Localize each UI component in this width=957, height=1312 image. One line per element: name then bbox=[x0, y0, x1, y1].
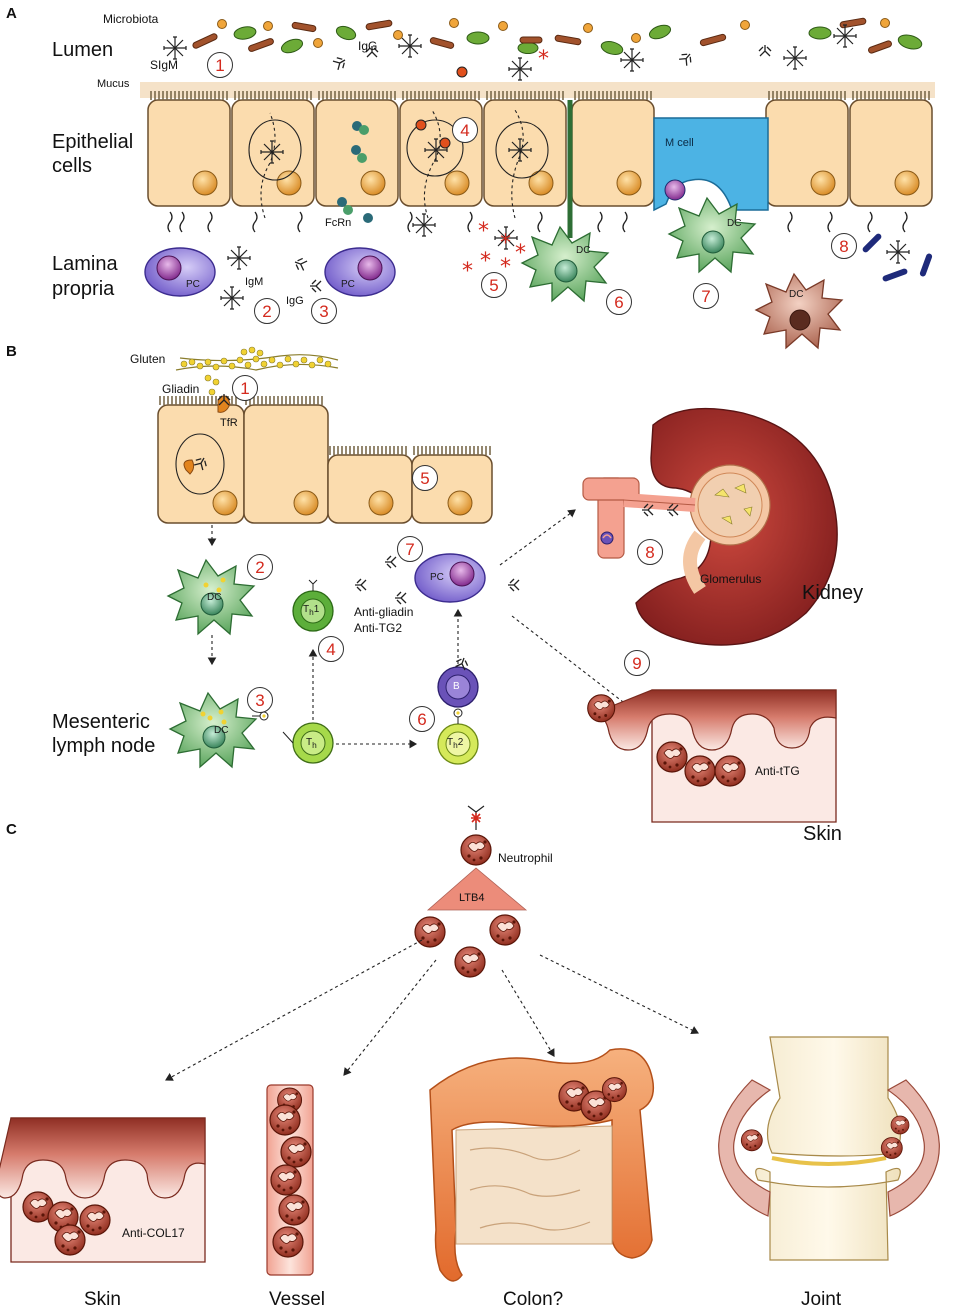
pc-label-b: PC bbox=[430, 572, 444, 583]
dc-label-a1: DC bbox=[576, 245, 591, 256]
panel-letter-b: B bbox=[6, 343, 17, 360]
svg-text:*: * bbox=[462, 259, 473, 284]
gut-epithelium-b bbox=[157, 393, 493, 547]
panel-a: * bbox=[140, 17, 935, 350]
pc-label-a1: PC bbox=[186, 279, 200, 290]
target-label-vessel: Vessel bbox=[269, 1289, 325, 1310]
label-anti-ttg: Anti-tTG bbox=[755, 764, 800, 778]
svg-text:*: * bbox=[538, 47, 549, 72]
label-anti-gliadin: Anti-gliadin bbox=[354, 605, 414, 619]
th2-label: Th2 bbox=[447, 737, 464, 750]
step-b-7: 7 bbox=[397, 536, 423, 562]
luminal-antibodies: * bbox=[163, 24, 857, 81]
target-label-joint: Joint bbox=[801, 1289, 842, 1310]
lamina-propria-cells: * * * * * * bbox=[144, 197, 933, 350]
label-neutrophil: Neutrophil bbox=[498, 851, 553, 865]
skin-c bbox=[0, 1117, 206, 1263]
label-glomerulus: Glomerulus bbox=[700, 572, 762, 586]
step-b-5: 5 bbox=[412, 465, 438, 491]
label-sigm: SIgM bbox=[150, 58, 179, 72]
step-a-5: 5 bbox=[481, 272, 507, 298]
vessel-c bbox=[266, 1084, 314, 1276]
step-a-7: 7 bbox=[693, 283, 719, 309]
svg-text:*: * bbox=[500, 255, 511, 280]
svg-text:*: * bbox=[480, 249, 491, 274]
label-igg-bottom: IgG bbox=[286, 295, 304, 307]
label-mesenteric-lymph-node: Mesenteric lymph node bbox=[52, 711, 156, 757]
step-a-1: 1 bbox=[207, 52, 233, 78]
svg-text:*: * bbox=[500, 231, 511, 256]
fcrn-complex bbox=[337, 121, 373, 223]
label-fcrn: FcRn bbox=[325, 217, 352, 229]
label-igg-top: IgG bbox=[358, 39, 378, 53]
label-microbiota: Microbiota bbox=[103, 12, 159, 26]
panel-letter-c: C bbox=[6, 821, 17, 838]
label-lumen: Lumen bbox=[52, 39, 114, 61]
panel-letter-a: A bbox=[6, 5, 17, 22]
label-lamina-propria: Lamina propria bbox=[52, 253, 118, 300]
panel-b bbox=[157, 346, 838, 823]
pc-label-a2: PC bbox=[341, 279, 355, 290]
label-igm: IgM bbox=[245, 276, 264, 288]
dc-label-b2: DC bbox=[214, 725, 229, 736]
dc-label-a3: DC bbox=[789, 289, 804, 300]
skin-b bbox=[587, 689, 837, 823]
colon-c bbox=[429, 1048, 655, 1282]
dc-label-b1: DC bbox=[207, 592, 222, 603]
microbiota-group bbox=[192, 17, 923, 55]
step-b-4: 4 bbox=[318, 636, 344, 662]
step-b-8: 8 bbox=[637, 539, 663, 565]
gluten-chain bbox=[175, 346, 339, 396]
step-b-6: 6 bbox=[409, 706, 435, 732]
dc-label-a2: DC bbox=[727, 218, 742, 229]
step-a-3: 3 bbox=[311, 298, 337, 324]
panel-c bbox=[0, 805, 940, 1282]
neutrophil-activation bbox=[165, 805, 699, 1081]
label-gliadin: Gliadin bbox=[162, 382, 200, 396]
svg-text:*: * bbox=[515, 241, 526, 266]
label-anti-tg2: Anti-TG2 bbox=[354, 621, 403, 635]
label-anti-col17: Anti-COL17 bbox=[122, 1226, 185, 1240]
step-b-2: 2 bbox=[247, 554, 273, 580]
bacteria-translocated bbox=[862, 233, 933, 282]
step-b-1: 1 bbox=[232, 375, 258, 401]
target-label-skin: Skin bbox=[84, 1289, 121, 1310]
step-a-2: 2 bbox=[254, 298, 280, 324]
label-skin-b: Skin bbox=[803, 823, 842, 845]
label-epithelial-cells: Epithelial cells bbox=[52, 131, 134, 177]
label-ltb4: LTB4 bbox=[459, 892, 485, 904]
step-a-4: 4 bbox=[452, 117, 478, 143]
step-a-6: 6 bbox=[606, 289, 632, 315]
target-label-colon: Colon? bbox=[503, 1289, 564, 1310]
svg-text:*: * bbox=[478, 219, 489, 244]
b-cell-label: B bbox=[453, 681, 460, 692]
label-m-cell: M cell bbox=[665, 137, 694, 149]
step-b-9: 9 bbox=[624, 650, 650, 676]
epithelial-layer bbox=[148, 91, 932, 238]
dc-brown bbox=[754, 272, 844, 350]
immune-cells-b bbox=[167, 509, 637, 768]
label-kidney: Kidney bbox=[802, 582, 864, 604]
step-b-3: 3 bbox=[247, 687, 273, 713]
th-label: Th bbox=[306, 737, 317, 750]
label-mucus: Mucus bbox=[97, 78, 130, 90]
step-a-8: 8 bbox=[831, 233, 857, 259]
label-gluten: Gluten bbox=[130, 352, 166, 366]
th1-label: Th1 bbox=[303, 604, 320, 617]
joint-c bbox=[718, 1036, 940, 1261]
kidney-illustration bbox=[582, 407, 838, 646]
label-tfr: TfR bbox=[220, 417, 238, 429]
